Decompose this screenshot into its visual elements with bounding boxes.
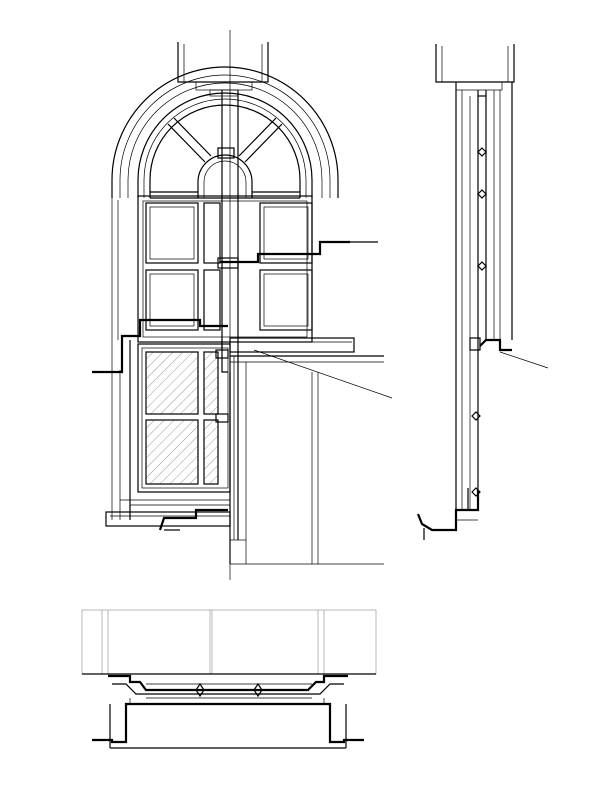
- window-sill: [105, 499, 231, 531]
- arch-head: [111, 66, 339, 198]
- hatched-pane: [146, 352, 198, 414]
- keystone-block: [177, 42, 269, 97]
- leader-line: [499, 351, 549, 369]
- window-elevation: [92, 30, 378, 580]
- plan-section: [81, 609, 377, 749]
- leader-line: [253, 349, 393, 399]
- lower-sash: [137, 340, 231, 493]
- fanlight: [150, 117, 300, 199]
- hatched-pane: [146, 420, 198, 484]
- side-section: [416, 44, 515, 540]
- left-jamb-profile: [92, 198, 228, 520]
- elevation-section-half: [229, 337, 384, 565]
- callout-leaders: [92, 241, 549, 399]
